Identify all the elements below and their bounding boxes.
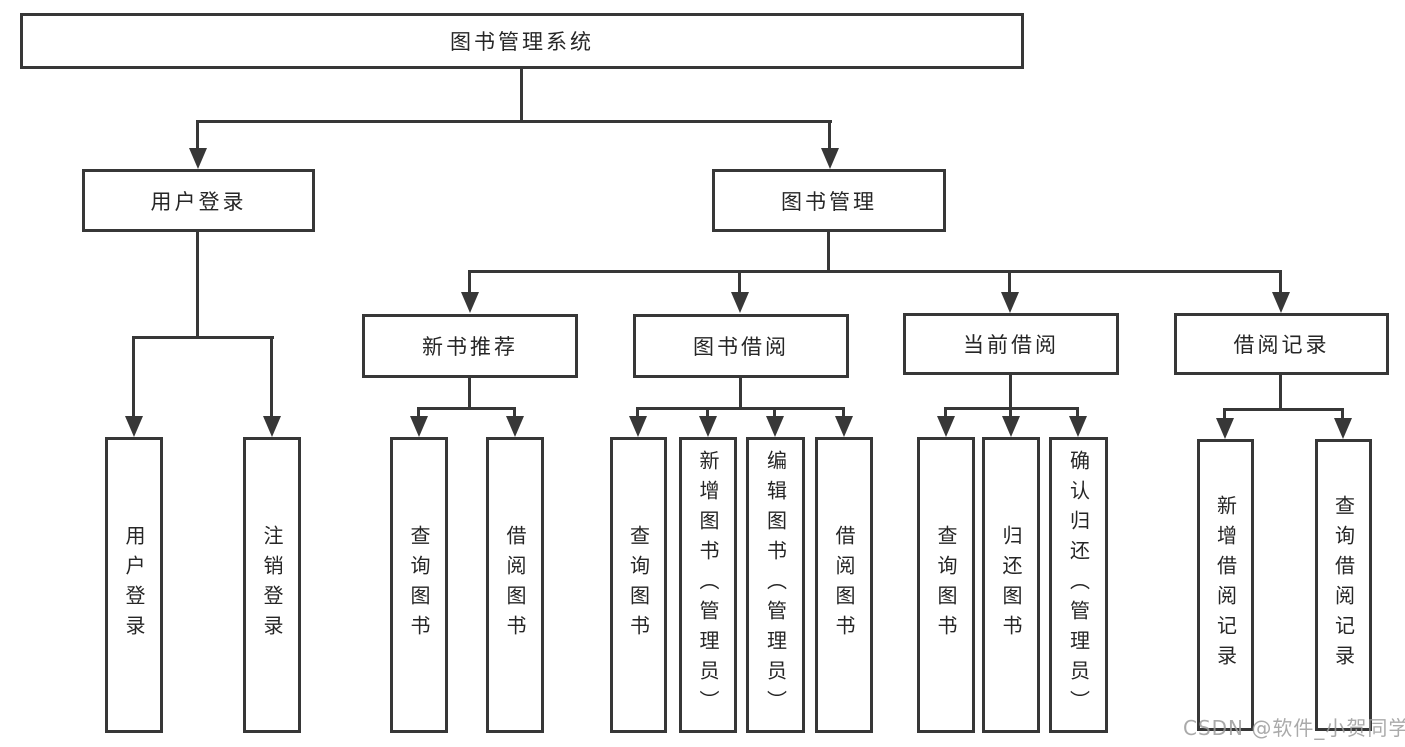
connector-drop	[417, 407, 420, 417]
arrowhead-down-icon	[506, 416, 524, 437]
arrowhead-down-icon	[835, 416, 853, 437]
arrowhead-down-icon	[1334, 418, 1352, 439]
arrowhead-down-icon	[263, 416, 281, 437]
connector-stem	[827, 232, 830, 270]
connector-drop	[773, 407, 776, 417]
node-borrow-record: 借阅记录	[1174, 313, 1389, 375]
node-label: 查询图书	[934, 525, 958, 645]
arrowhead-down-icon	[410, 416, 428, 437]
node-label: 用户登录	[122, 525, 146, 645]
arrowhead-down-icon	[125, 416, 143, 437]
connector-drop	[513, 407, 516, 417]
connector-bar	[133, 336, 274, 339]
connector-bar	[1224, 408, 1344, 411]
node-new-book-recommend: 新书推荐	[362, 314, 578, 378]
connector-drop	[636, 407, 639, 417]
arrowhead-down-icon	[821, 148, 839, 169]
leaf-query-book-current: 查询图书	[917, 437, 975, 733]
arrowhead-down-icon	[189, 148, 207, 169]
arrowhead-down-icon	[1216, 418, 1234, 439]
connector-stem	[1279, 375, 1282, 408]
node-label: 借阅图书	[832, 525, 856, 645]
node-label: 确认归还（管理员）	[1066, 450, 1091, 720]
connector-drop	[1223, 408, 1226, 418]
leaf-query-borrow-record: 查询借阅记录	[1315, 439, 1372, 731]
arrowhead-down-icon	[731, 292, 749, 313]
node-label: 图书管理	[781, 189, 877, 214]
connector-drop	[1009, 407, 1012, 417]
connector-drop	[196, 120, 199, 148]
node-label: 图书管理系统	[450, 30, 594, 54]
connector-drop	[1279, 270, 1282, 294]
connector-drop	[944, 407, 947, 417]
connector-drop	[1076, 407, 1079, 417]
node-label: 新书推荐	[422, 335, 518, 359]
arrowhead-down-icon	[937, 416, 955, 437]
node-label: 注销登录	[260, 525, 284, 645]
node-label: 查询借阅记录	[1331, 495, 1356, 675]
leaf-borrow-book: 借阅图书	[815, 437, 873, 733]
leaf-edit-book-admin: 编辑图书（管理员）	[746, 437, 805, 733]
node-label: 借阅记录	[1233, 333, 1330, 357]
connector-drop	[738, 270, 741, 294]
node-label: 查询图书	[626, 525, 651, 645]
connector-stem	[739, 378, 742, 407]
arrowhead-down-icon	[1069, 416, 1087, 437]
leaf-borrow-book-recommend: 借阅图书	[486, 437, 544, 733]
node-root: 图书管理系统	[20, 13, 1024, 69]
connector-drop	[842, 407, 845, 417]
node-book-management: 图书管理	[712, 169, 946, 232]
leaf-user-login: 用户登录	[105, 437, 163, 733]
arrowhead-down-icon	[629, 416, 647, 437]
leaf-confirm-return-admin: 确认归还（管理员）	[1049, 437, 1108, 733]
node-current-borrow: 当前借阅	[903, 313, 1119, 375]
leaf-add-book-admin: 新增图书（管理员）	[679, 437, 737, 733]
node-label: 当前借阅	[963, 333, 1059, 357]
connector-drop	[706, 407, 709, 417]
leaf-add-borrow-record: 新增借阅记录	[1197, 439, 1254, 731]
node-label: 查询图书	[407, 525, 431, 645]
connector-drop	[1341, 408, 1344, 418]
arrowhead-down-icon	[699, 416, 717, 437]
connector-stem	[468, 378, 471, 407]
connector-drop	[828, 120, 831, 148]
node-label: 新增借阅记录	[1213, 495, 1238, 675]
connector-drop	[270, 336, 273, 416]
connector-stem	[196, 232, 199, 336]
connector-stem	[520, 69, 523, 120]
csdn-watermark: CSDN @软件_小贺同学	[1183, 716, 1405, 740]
leaf-query-book-recommend: 查询图书	[390, 437, 448, 733]
connector-bar	[418, 407, 516, 410]
arrowhead-down-icon	[766, 416, 784, 437]
connector-drop	[468, 270, 471, 294]
leaf-query-book-borrow: 查询图书	[610, 437, 667, 733]
connector-stem	[1009, 375, 1012, 407]
connector-drop	[132, 336, 135, 416]
arrowhead-down-icon	[1272, 292, 1290, 313]
node-label: 编辑图书（管理员）	[763, 450, 788, 720]
node-label: 用户登录	[150, 189, 247, 214]
leaf-logout: 注销登录	[243, 437, 301, 733]
connector-bar	[197, 120, 832, 123]
connector-drop	[1008, 270, 1011, 294]
node-label: 新增图书（管理员）	[696, 450, 720, 720]
node-label: 借阅图书	[503, 525, 527, 645]
leaf-return-book: 归还图书	[982, 437, 1040, 733]
arrowhead-down-icon	[1001, 292, 1019, 313]
connector-bar	[637, 407, 845, 410]
connector-bar	[469, 270, 1282, 273]
arrowhead-down-icon	[1002, 416, 1020, 437]
arrowhead-down-icon	[461, 292, 479, 313]
node-label: 图书借阅	[693, 335, 789, 359]
node-user-login: 用户登录	[82, 169, 315, 232]
connector-bar	[945, 407, 1079, 410]
node-book-borrow: 图书借阅	[633, 314, 849, 378]
node-label: 归还图书	[999, 525, 1023, 645]
